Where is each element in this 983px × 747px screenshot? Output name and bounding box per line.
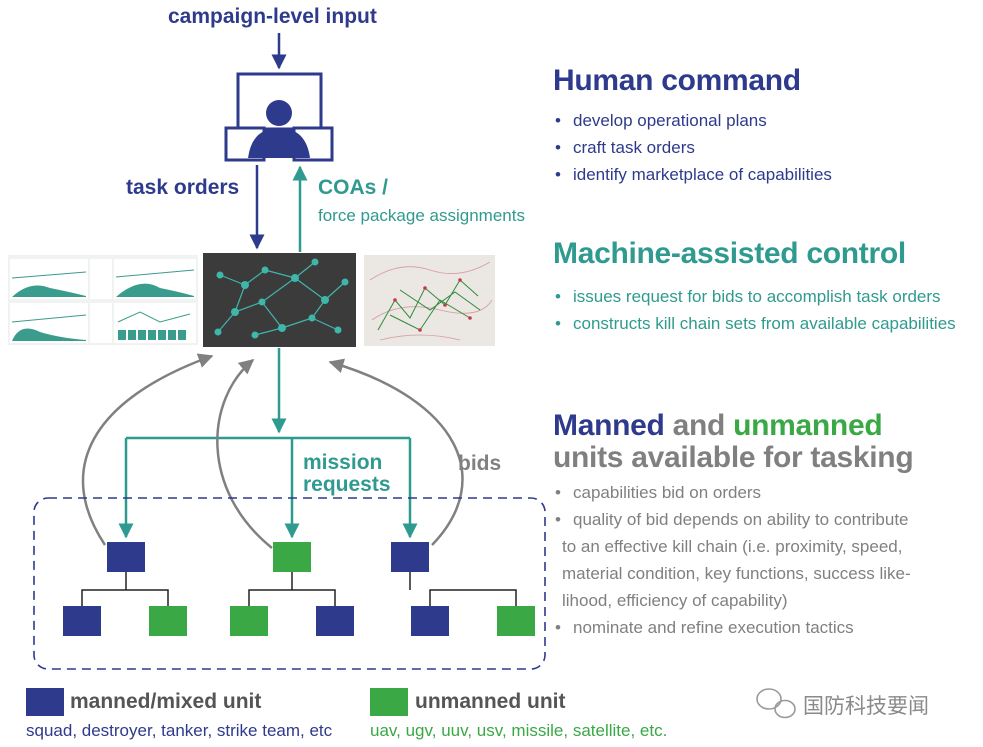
legend-manned-swatch (26, 688, 64, 716)
machine-control-heading: Machine-assisted control (553, 237, 906, 270)
legend-unmanned-label: unmanned unit (415, 690, 566, 713)
list-item: capabilities bid on orders (553, 479, 911, 506)
list-item: constructs kill chain sets from availabl… (553, 310, 956, 337)
watermark-text: 国防科技要闻 (803, 694, 929, 718)
manned-unit-block (63, 606, 101, 636)
list-item: to an effective kill chain (i.e. proximi… (562, 537, 903, 556)
list-item: nominate and refine execution tactics (553, 614, 911, 641)
list-item: develop operational plans (553, 107, 832, 134)
manned-word: Manned (553, 409, 665, 442)
kill-chain-map-thumbnail (364, 255, 495, 346)
unmanned-word: unmanned (733, 409, 883, 442)
units-heading-line1: Manned and unmanned (553, 409, 883, 443)
unit-tree-connectors (81, 572, 517, 606)
unit-blocks (63, 542, 535, 636)
units-dashed-boundary (33, 497, 546, 670)
legend-unmanned-examples: uav, ugv, uuv, usv, missile, satellite, … (370, 721, 668, 740)
list-item: identify marketplace of capabilities (553, 161, 832, 188)
coas-label: COAs / (318, 176, 389, 199)
unmanned-unit-block (149, 606, 187, 636)
legend-manned-examples: squad, destroyer, tanker, strike team, e… (26, 721, 333, 740)
list-item: material condition, key functions, succe… (562, 564, 911, 583)
units-list: capabilities bid on orders quality of bi… (553, 479, 911, 641)
unmanned-unit-block (497, 606, 535, 636)
force-package-label: force package assignments (318, 206, 525, 225)
campaign-input-label: campaign-level input (168, 5, 377, 28)
network-graph-thumbnail (203, 253, 356, 347)
wechat-icon (756, 688, 796, 719)
operator-workstation-icon (224, 72, 334, 162)
unmanned-unit-block (230, 606, 268, 636)
task-orders-label: task orders (126, 176, 240, 199)
bids-label: bids (458, 452, 502, 475)
requests-label: requests (303, 473, 391, 496)
mission-label: mission (303, 451, 383, 474)
unmanned-unit-block (273, 542, 311, 572)
manned-unit-block (411, 606, 449, 636)
manned-unit-block (107, 542, 145, 572)
and-word: and (672, 409, 726, 442)
list-item: craft task orders (553, 134, 832, 161)
manned-unit-block (316, 606, 354, 636)
human-command-list: develop operational plans craft task ord… (553, 107, 832, 188)
legend-manned-label: manned/mixed unit (70, 690, 262, 713)
list-item: quality of bid depends on ability to con… (553, 506, 911, 533)
manned-unit-block (391, 542, 429, 572)
units-heading-line2: units available for tasking (553, 441, 914, 474)
human-command-heading: Human command (553, 64, 801, 97)
list-item: issues request for bids to accomplish ta… (553, 283, 956, 310)
bid-arrows (81, 353, 464, 549)
analytics-dashboard-thumbnail (8, 255, 198, 345)
machine-control-list: issues request for bids to accomplish ta… (553, 283, 956, 337)
legend-unmanned-swatch (370, 688, 408, 716)
mission-request-arrows (118, 348, 418, 539)
list-item: lihood, efficiency of capability) (562, 591, 788, 610)
